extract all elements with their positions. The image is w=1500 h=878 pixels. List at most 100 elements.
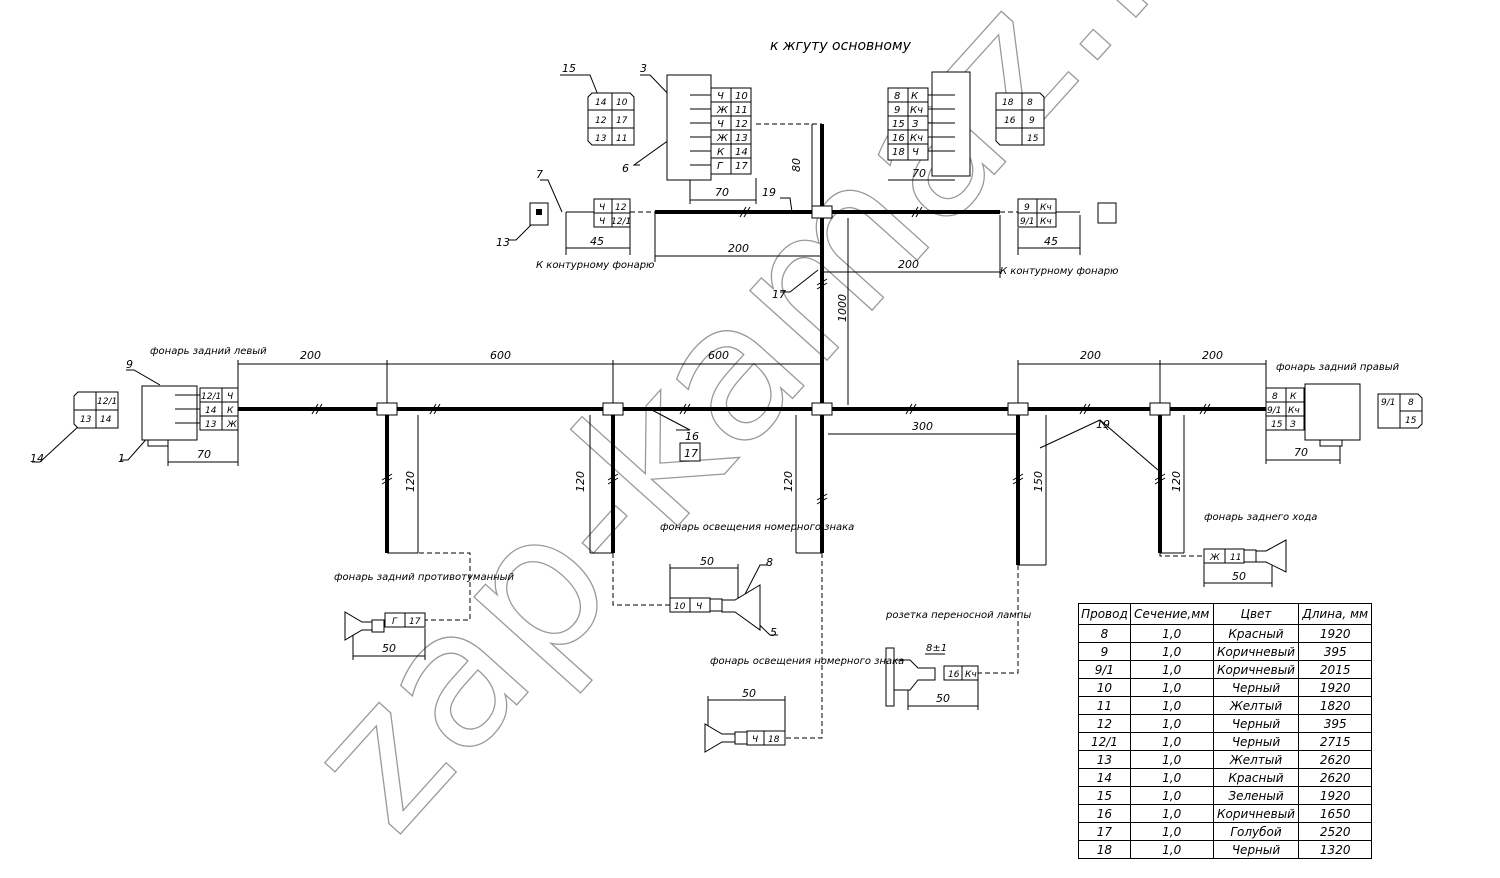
pin-label: Кч [965,670,977,680]
pin-label: 14 [100,415,112,425]
pin-label: К [717,147,725,158]
table-cell: 14 [1078,768,1131,787]
lamp-neck [709,598,723,612]
dim-label: 70 [912,167,926,180]
pin-label: 9 [894,105,900,116]
dim-label: 600 [490,349,511,362]
pin-label: Ч [599,203,605,213]
label-contour-right: К контурному фонарю [1000,266,1118,277]
table-cell: 12 [1078,714,1131,733]
table-cell: Красный [1212,624,1300,643]
dim-label: 50 [700,555,714,568]
pin-label: 15 [1271,420,1283,430]
pin-label: 13 [80,415,92,425]
pin-label: Ч [599,217,605,227]
rear-lamp-right: 8 К 9/1 Кч 15 З 9/1 8 15 [1265,383,1423,447]
callout: 19 [1096,418,1110,431]
dim-label: 1000 [836,294,849,322]
callout: 17 [772,288,786,301]
label-contour-left: К контурному фонарю [536,260,654,271]
pin-label: К [911,91,919,102]
pin-grid [199,387,239,431]
callouts: 1 3 5 6 7 8 9 13 14 15 17 19 19 [30,62,1110,639]
junction [1007,402,1029,416]
pin-label: Ж [716,105,729,116]
dim-label: 80 [790,158,803,172]
dim-label: 200 [728,242,749,255]
junction [811,402,833,416]
callout: 7 [536,168,543,181]
pin-label: Ч [717,119,724,130]
table-cell: 1,0 [1129,840,1214,859]
pin-grid [746,730,786,746]
callout: 15 [562,62,576,75]
table-cell: 1920 [1298,624,1372,643]
table-cell: 1,0 [1129,714,1214,733]
dim-label: 70 [197,448,211,461]
table-cell: 1920 [1298,786,1372,805]
label-socket: розетка переносной лампы [885,610,1031,621]
table-cell: 395 [1298,714,1372,733]
pin-label: 12/1 [201,392,221,402]
dim-label: 50 [382,642,396,655]
connector-contour-right: 9 Кч 9/1 Кч [1017,198,1117,228]
table-cell: 9/1 [1078,660,1131,679]
pin-grid [1265,387,1305,431]
table-cell: 2620 [1298,768,1372,787]
callout: 5 [770,626,777,639]
dim-label: 45 [590,235,604,248]
col-length: Длина, мм [1298,603,1372,625]
callout: 19 [762,186,776,199]
connector-housing [931,71,971,177]
connector-contour-left: Ч 12 Ч 12/1 [529,198,631,228]
table-cell: 1,0 [1129,678,1214,697]
pin-label: 8 [894,91,900,102]
label-plate1: фонарь освещения номерного знака [660,522,854,533]
lamp-neck [371,619,385,633]
dim-label: 200 [1080,349,1101,362]
pin-label: Кч [910,105,923,116]
box-16-17: 16 17 [679,430,701,462]
pin-label: 18 [1002,98,1014,108]
table-cell: Черный [1212,732,1300,751]
table-cell: 395 [1298,642,1372,661]
pin-label: 11 [616,134,627,144]
lamp-body [721,584,761,631]
pin-label: 10 [735,91,748,102]
fog-lamp: Г 17 [344,611,426,641]
lamp-base [1319,439,1343,447]
pin-label: Кч [1040,203,1052,213]
pin-label: Ч [717,91,724,102]
break-ticks [311,206,1211,505]
pin-label: К [1290,392,1297,402]
junction [811,205,833,219]
label-reverse: фонарь заднего хода [1204,512,1317,523]
callout: 1 [118,452,125,465]
dim-label: 300 [912,420,933,433]
col-section: Сечение,мм [1129,603,1214,625]
dim-label: 50 [936,692,950,705]
dim-label: 45 [1044,235,1058,248]
dim-label: 120 [574,471,587,492]
table-cell: 1,0 [1129,822,1214,841]
table-cell: 1,0 [1129,660,1214,679]
callout: 6 [622,162,629,175]
pin-label: Ж [1209,553,1220,563]
lamp-body [704,723,736,753]
dim-label: 600 [708,349,729,362]
dim-label: 120 [1170,471,1183,492]
lamp-labels: К контурному фонарю К контурному фонарю … [150,260,1400,667]
plate-lamp-1: 10 Ч [669,584,761,631]
lamp-neck [734,731,748,745]
junction [602,402,624,416]
pin-label: 12 [735,119,748,130]
